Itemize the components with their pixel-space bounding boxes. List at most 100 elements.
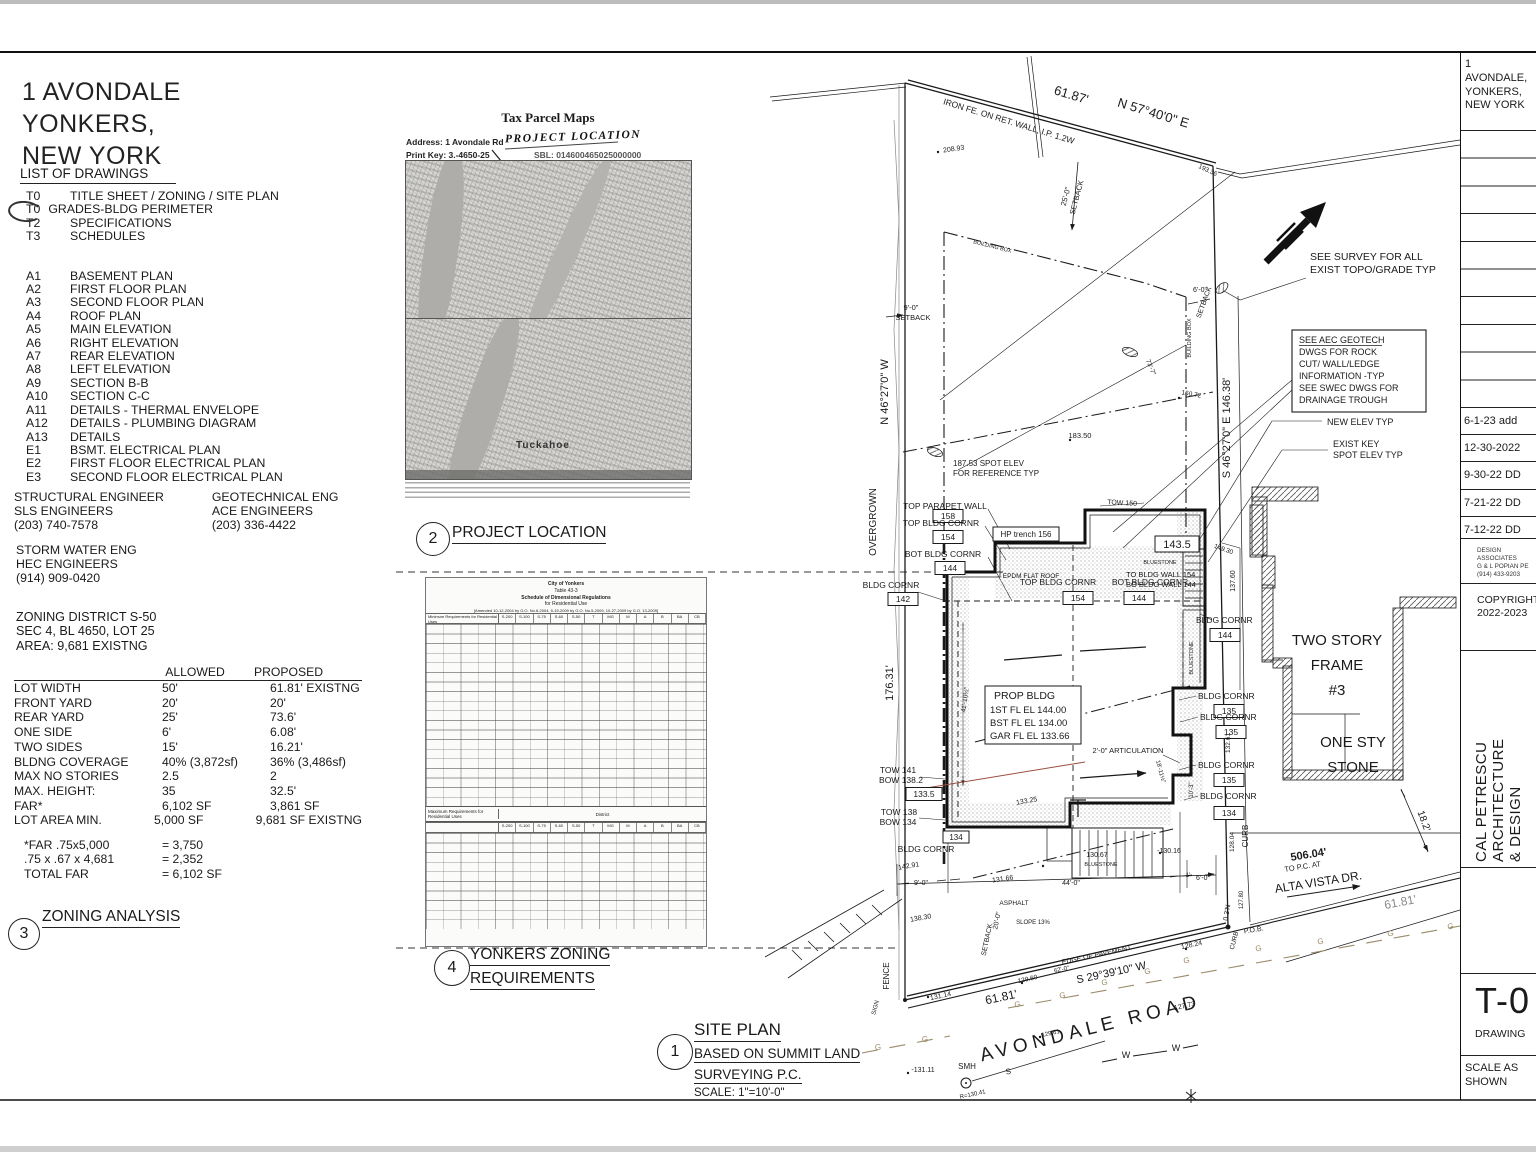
drawing-title: DETAILS - THERMAL ENVELOPE — [70, 402, 260, 417]
yt-district-cell: A — [637, 823, 655, 833]
zoning-cell: TWO SIDES — [14, 739, 83, 754]
plan-label: BO BLDG WALL 144 — [1126, 580, 1196, 589]
plan-label: N 46°27'0" W — [879, 359, 891, 425]
plan-label: 1' — [1186, 873, 1190, 879]
viewport-marker-3: 3 — [8, 918, 40, 950]
page-top-edge — [0, 0, 1536, 4]
plan-label: G — [875, 1043, 881, 1052]
plan-label: P.O.B. — [1243, 926, 1264, 936]
plan-label: 138.30 — [910, 913, 932, 924]
yt-district-cell: BA — [672, 823, 689, 833]
yt-district-cell: B — [654, 614, 672, 624]
col-allowed: ALLOWED — [165, 665, 225, 679]
far-note: *FAR .75x5,000= 3,750 — [24, 838, 222, 852]
plan-label: 132.61 — [1225, 733, 1232, 753]
plan-label: BOT BLDG CORNR — [1112, 577, 1188, 587]
plan-label: 1ST FL EL 144.00 — [990, 705, 1066, 716]
drawing-title: MAIN ELEVATION — [70, 322, 172, 337]
plan-label: 41'-10½" — [959, 686, 971, 713]
plan-label: DRAINAGE TROUGH — [1299, 395, 1387, 405]
marker-number: 3 — [19, 925, 29, 942]
plan-label: PROP BLDG — [994, 690, 1055, 702]
far-cell: = 2,352 — [162, 852, 204, 867]
tb-revision-row: 9-30-22 DD — [1461, 461, 1536, 488]
drawing-code: A9 — [26, 375, 42, 390]
elevation-tag-text: 144 — [1132, 593, 1146, 603]
project-title-line1: 1 AVONDALE — [22, 78, 181, 106]
plan-label: FENCE — [882, 962, 891, 989]
plan-label: FOR REFERENCE TYP — [953, 469, 1039, 478]
tb-scale-line: SHOWN — [1465, 1076, 1508, 1088]
plan-label: SEE SWEC DWGS FOR — [1299, 383, 1399, 393]
plan-label: SMH — [958, 1062, 976, 1071]
plan-label: ASPHALT — [999, 900, 1028, 907]
map-river — [435, 319, 531, 479]
plan-label: BUILDING BOX — [1187, 318, 1193, 357]
plan-label: BOT BLDG CORNR — [905, 549, 981, 559]
yt-row-label — [426, 823, 499, 833]
col-proposed: PROPOSED — [254, 665, 324, 679]
drawing-code: T0 — [26, 202, 41, 217]
plan-label: SIGN — [871, 1000, 881, 1016]
drawing-title: DETAILS — [70, 429, 121, 444]
tb-copyright-line: COPYRIGHT — [1477, 594, 1536, 606]
plan-label: G — [1255, 944, 1263, 954]
plan-label: -130.16 — [1157, 848, 1181, 855]
list-of-drawings-heading: LIST OF DRAWINGS — [20, 166, 177, 184]
tax-address: Address: 1 Avondale Rd — [406, 137, 504, 147]
tb-assoc-line: (914) 433-9203 — [1477, 571, 1521, 578]
plan-geometry — [764, 55, 1461, 1103]
zoning-cell: MAX NO STORIES — [14, 769, 119, 784]
plan-label: ONE STY — [1320, 734, 1386, 751]
plan-label: TO BLDG WALL 154 — [1126, 570, 1195, 579]
elevation-tag-box — [1154, 535, 1200, 553]
tax-parcel-map-lower: Tuckahoe — [405, 318, 692, 480]
plan-label: G — [1447, 922, 1455, 932]
plan-label: G — [1059, 991, 1067, 1001]
tb-name-line: NEW YORK — [1465, 99, 1525, 112]
drawing-code: E1 — [26, 442, 42, 457]
plan-label: IRON FE. ON RET. WALL, I.P. 1.2W — [942, 96, 1075, 145]
plan-label: 183.50 — [1069, 431, 1092, 440]
tb-scale-line: SCALE AS — [1465, 1062, 1519, 1074]
yt-district-cell: B — [654, 823, 672, 833]
yt-district-cell: S-60 — [551, 614, 568, 624]
plan-label: BLDG CORNR — [1196, 615, 1253, 625]
plan-label: SPOT ELEV TYP — [1333, 450, 1403, 460]
tax-parcel-meta: Address: 1 Avondale Rd Print Key: 3.-465… — [406, 136, 641, 162]
drawing-title: FIRST FLOOR ELECTRICAL PLAN — [70, 456, 266, 471]
plan-label: 127.80 — [1239, 890, 1245, 909]
yt-h3: Schedule of Dimensional Regulations — [521, 594, 611, 601]
plan-label: CURB — [1241, 825, 1250, 848]
elevation-tag-text: 154 — [1071, 593, 1085, 603]
drawing-code: A8 — [26, 362, 42, 377]
plan-label: 128.04 — [1229, 832, 1236, 852]
yt-h4: for Residential Use — [544, 601, 588, 608]
plan-label: BLDG CORNR — [1200, 791, 1257, 801]
plan-label: INFORMATION -TYP — [1299, 371, 1384, 381]
tb-name-line: 1 AVONDALE, — [1465, 58, 1528, 84]
zoning-cell: LOT WIDTH — [14, 681, 81, 695]
elevation-tag-text: 144 — [943, 563, 957, 573]
plan-label: G — [1317, 937, 1325, 947]
viewport-marker-1: 1 — [657, 1034, 693, 1070]
zoning-cell: REAR YARD — [14, 710, 84, 725]
yt-h2: Table 43-3 — [554, 587, 578, 594]
plan-label: 18'-11½" — [1154, 760, 1167, 784]
plan-label: 133.25 — [1016, 796, 1038, 807]
elevation-tag-box — [992, 526, 1060, 542]
plan-label: SETBACK — [1068, 179, 1086, 215]
drawing-title: RIGHT ELEVATION — [70, 335, 179, 350]
